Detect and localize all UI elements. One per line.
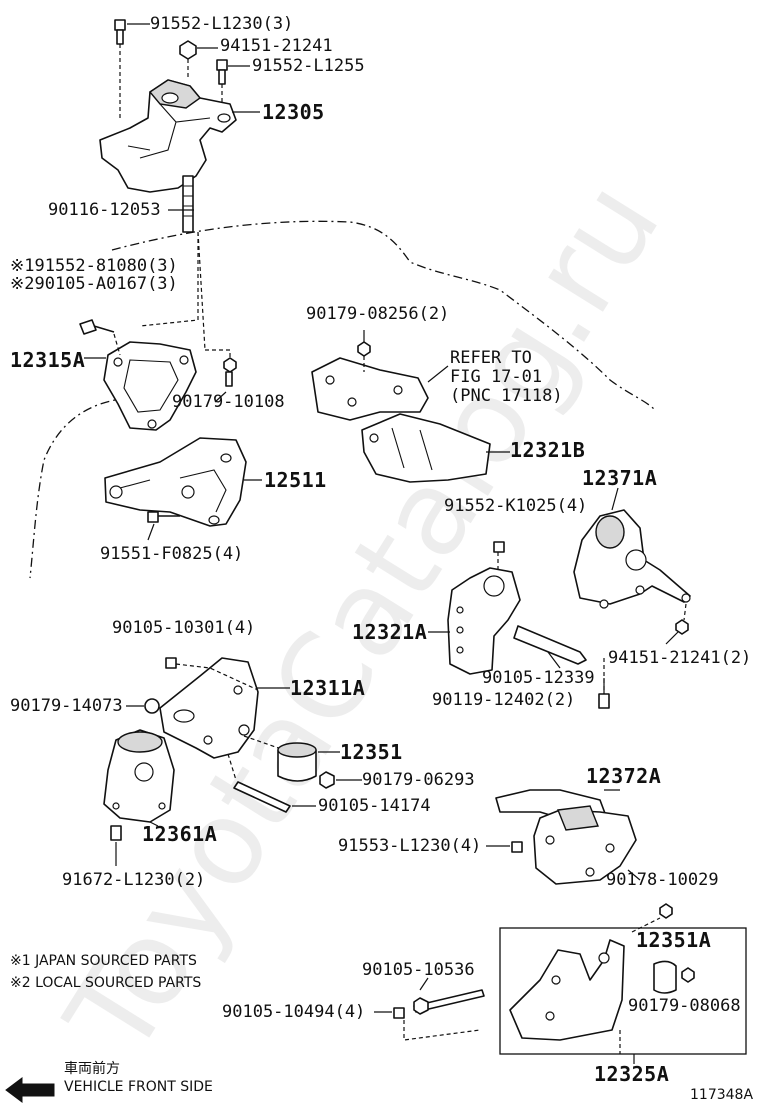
label-12511: 12511 — [264, 468, 327, 492]
label-12372a: 12372A — [586, 764, 662, 788]
label-90179-10108: 90179-10108 — [172, 392, 285, 412]
label-90178-10029: 90178-10029 — [606, 870, 719, 890]
note-japan-sourced: ※1 JAPAN SOURCED PARTS — [10, 953, 197, 969]
label-91552-k1025: 91552-K1025(4) — [444, 496, 588, 516]
assembly-box-12325a — [499, 927, 747, 1055]
part-12321a-bracket — [447, 541, 587, 675]
label-90179-08256: 90179-08256(2) — [306, 304, 450, 324]
label-90105-10494: 90105-10494(4) — [222, 1002, 366, 1022]
part-12311a-bracket — [144, 657, 259, 759]
arrow-left-icon — [5, 1077, 55, 1103]
label-91672-l1230: 91672-L1230(2) — [62, 870, 206, 890]
label-91552-l1255: 91552-L1255 — [252, 56, 365, 76]
part-12305-engine-mount — [99, 19, 237, 233]
engine-outline-left — [29, 397, 129, 579]
label-note1-part: ※191552-81080(3) — [10, 256, 178, 276]
label-90105-10536: 90105-10536 — [362, 960, 475, 980]
figure-id: 117348A — [690, 1087, 754, 1103]
label-90179-08068: 90179-08068 — [628, 996, 741, 1016]
label-12305: 12305 — [262, 100, 325, 124]
label-12371a: 12371A — [582, 466, 658, 490]
part-12511-bracket — [104, 437, 247, 527]
label-12321a: 12321A — [352, 620, 428, 644]
label-90105-14174: 90105-14174 — [318, 796, 431, 816]
label-12351a: 12351A — [636, 928, 712, 952]
direction-label-jp: 車両前方 — [64, 1061, 120, 1077]
part-12372a-mount — [495, 789, 637, 885]
part-12325a-bracket — [393, 903, 695, 1041]
label-12351: 12351 — [340, 740, 403, 764]
refer-line-2: FIG 17-01 — [450, 367, 543, 387]
label-90116-12053: 90116-12053 — [48, 200, 161, 220]
label-91552-l1230: 91552-L1230(3) — [150, 14, 294, 34]
label-94151-21241: 94151-21241 — [220, 36, 333, 56]
label-12321b: 12321B — [510, 438, 586, 462]
label-94151-21241-2: 94151-21241(2) — [608, 648, 752, 668]
label-12315a: 12315A — [10, 348, 86, 372]
part-12351-bushing — [233, 742, 335, 813]
part-12371a-mount — [573, 509, 691, 709]
label-90105-12339: 90105-12339 — [482, 668, 595, 688]
note-local-sourced: ※2 LOCAL SOURCED PARTS — [10, 975, 202, 991]
label-90119-12402: 90119-12402(2) — [432, 690, 576, 710]
label-91553-l1230: 91553-L1230(4) — [338, 836, 482, 856]
label-12361a: 12361A — [142, 822, 218, 846]
label-note2-part: ※290105-A0167(3) — [10, 274, 178, 294]
engine-outline — [111, 220, 656, 411]
label-12325a: 12325A — [594, 1062, 670, 1086]
part-12361a-mount — [103, 729, 175, 841]
direction-label-en: VEHICLE FRONT SIDE — [64, 1079, 213, 1095]
label-91551-f0825: 91551-F0825(4) — [100, 544, 244, 564]
label-90179-14073: 90179-14073 — [10, 696, 123, 716]
refer-line-1: REFER TO — [450, 348, 532, 368]
part-12315a-bracket — [79, 319, 237, 431]
label-90179-06293: 90179-06293 — [362, 770, 475, 790]
part-12321b-bracket — [311, 341, 491, 483]
refer-line-3: (PNC 17118) — [450, 386, 563, 406]
label-90105-10301: 90105-10301(4) — [112, 618, 256, 638]
label-12311a: 12311A — [290, 676, 366, 700]
